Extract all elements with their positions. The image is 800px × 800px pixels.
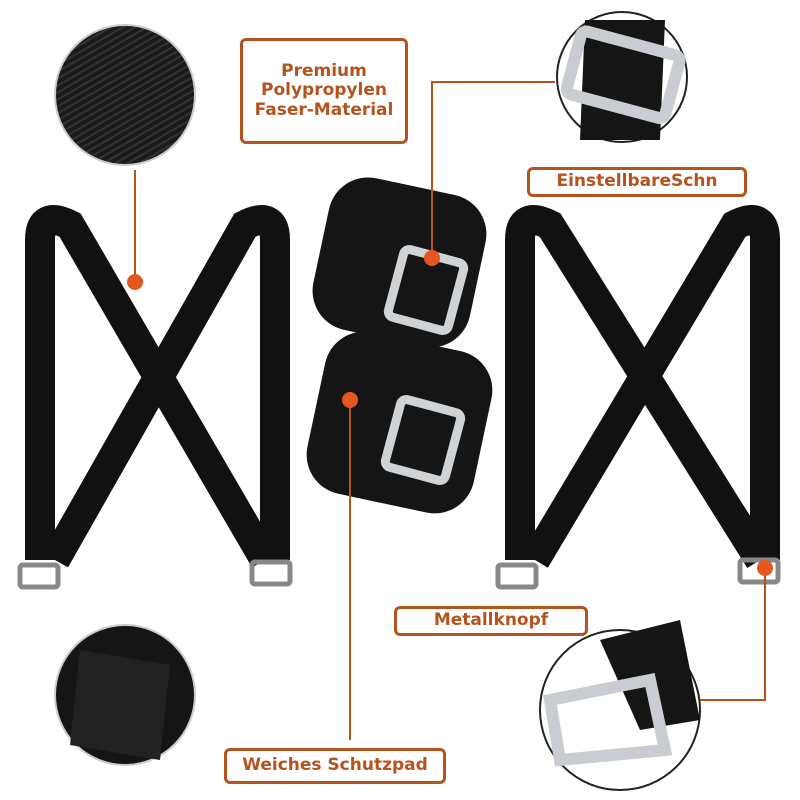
left-harness bbox=[24, 205, 290, 568]
right-harness bbox=[505, 205, 780, 568]
loose-strap-top bbox=[312, 177, 487, 348]
hook-icons bbox=[17, 557, 781, 590]
leader-lines bbox=[134, 81, 766, 740]
label-line: Polypropylen bbox=[260, 80, 387, 101]
callout-dots bbox=[127, 250, 773, 576]
label-adjustable: EinstellbareSchn bbox=[527, 167, 747, 197]
label-soft-pad: Weiches Schutzpad bbox=[224, 748, 446, 784]
loose-strap-bottom bbox=[306, 331, 493, 514]
label-line: Premium bbox=[281, 60, 367, 81]
pad-fold bbox=[70, 650, 170, 760]
label-material: Premium Polypropylen Faser-Material bbox=[240, 38, 408, 144]
buckle-detail-circle bbox=[556, 11, 688, 143]
fabric-detail-circle bbox=[54, 24, 196, 166]
label-metal-button: Metallknopf bbox=[394, 606, 588, 636]
label-line: Faser-Material bbox=[254, 99, 394, 120]
hook-detail-circle bbox=[539, 620, 701, 791]
